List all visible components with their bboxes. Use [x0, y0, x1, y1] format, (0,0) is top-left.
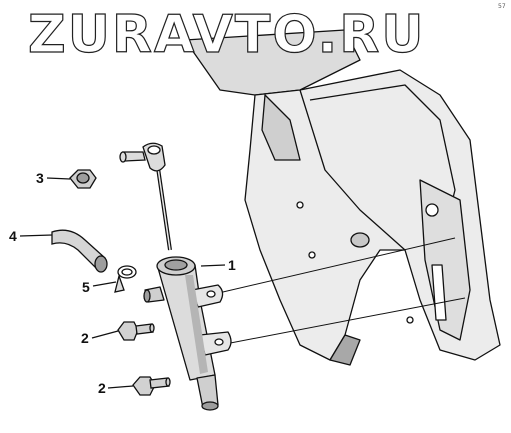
callout-4: 4: [9, 228, 17, 244]
nut-part: [69, 169, 97, 189]
watermark-text: ZURAVTO.RU: [28, 5, 425, 65]
callout-2-upper: 2: [81, 330, 89, 346]
clutch-master-cylinder: [143, 256, 232, 411]
push-rod: [119, 142, 172, 251]
corner-mark: 57: [498, 3, 506, 10]
callout-5: 5: [82, 279, 90, 295]
bolt-upper: [117, 321, 155, 341]
hose-part: [51, 229, 108, 273]
callout-3: 3: [36, 170, 44, 186]
leader-lines: [19, 177, 226, 389]
pedal-bracket: [184, 29, 501, 366]
bolt-lower: [132, 376, 171, 396]
callout-1: 1: [228, 257, 236, 273]
clip-part: [114, 265, 137, 293]
callout-2-lower: 2: [98, 380, 106, 396]
assembly-lines: [209, 237, 466, 346]
